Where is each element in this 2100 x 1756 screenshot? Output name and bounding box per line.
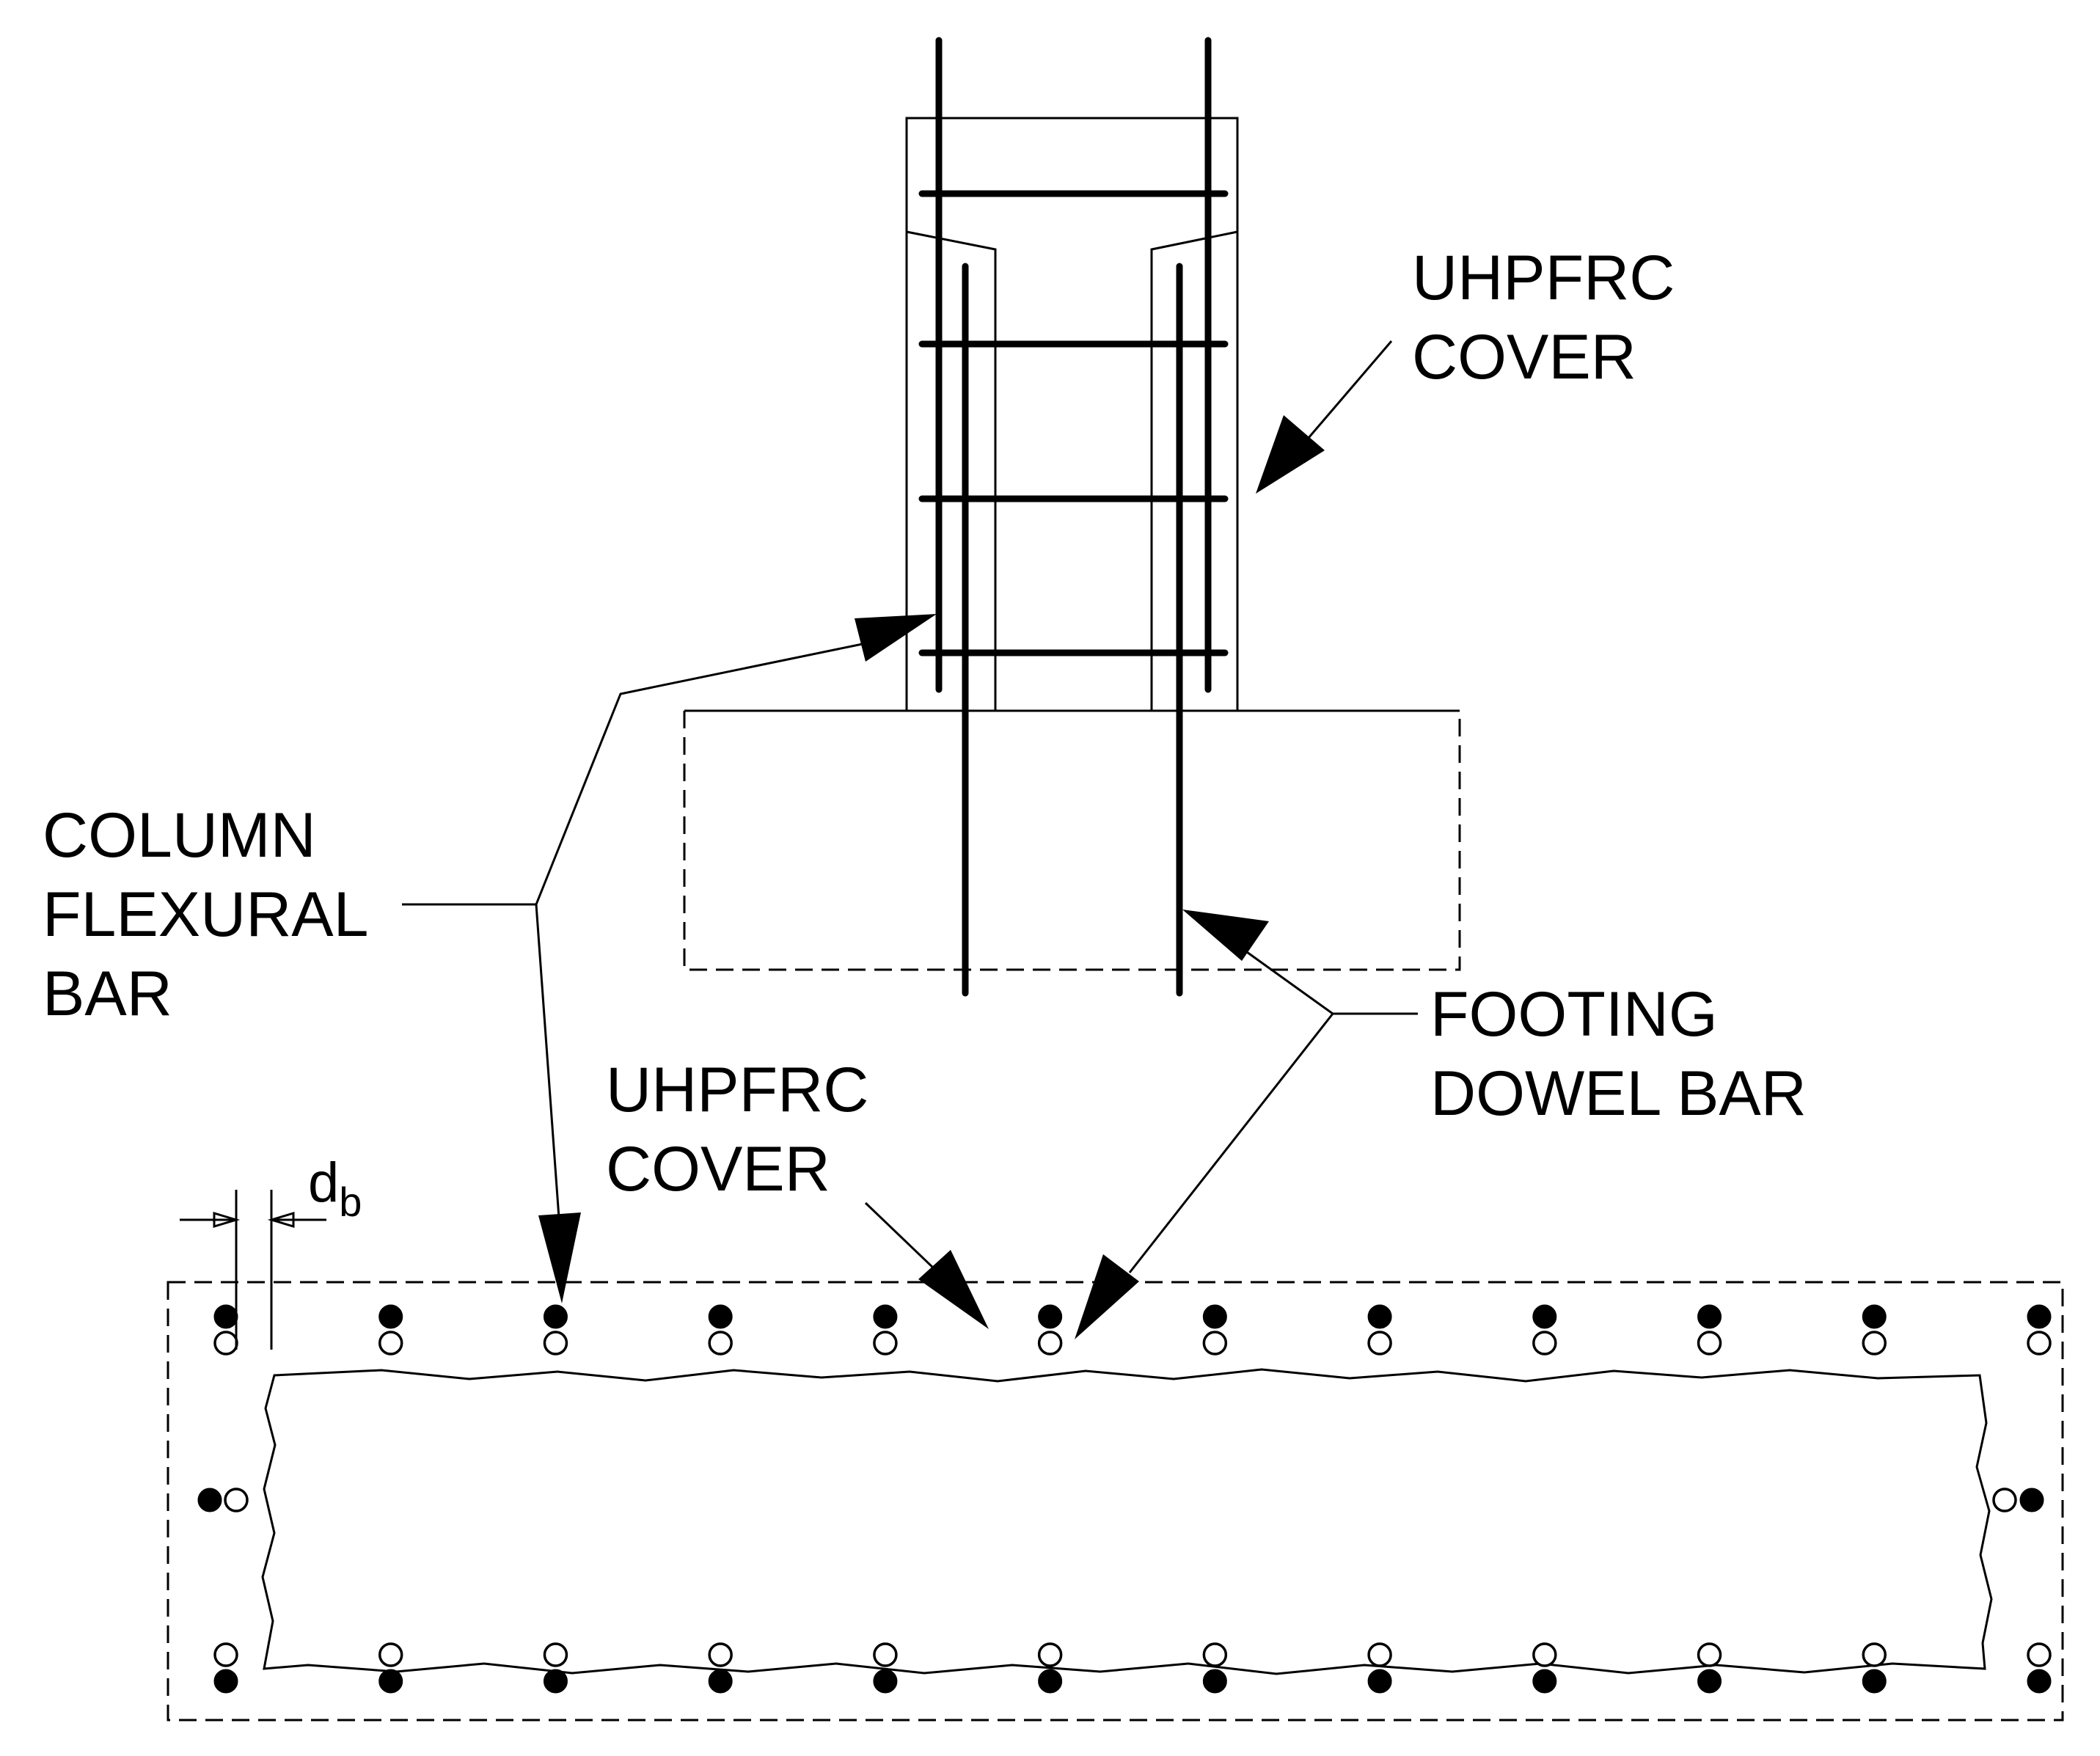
column-flexural-bar-section-arrowhead: [538, 1212, 581, 1303]
footing-dowel-bar-symbol: [224, 1488, 249, 1512]
side-bars-left: [197, 1488, 249, 1512]
column-flexural-bar-symbol: [1697, 1304, 1722, 1329]
footing-dowel-bar-symbol: [873, 1331, 898, 1356]
footing-dowel-bar-leader: [1246, 951, 1418, 1015]
column-flexural-bar-symbol: [1697, 1669, 1722, 1694]
cover-inner-line-left: [906, 230, 997, 711]
footing-dowel-bar-symbol: [543, 1642, 568, 1667]
footing-dowel-bar-section-arrowhead: [1075, 1254, 1139, 1339]
footing-dowel-bar-symbol: [1992, 1488, 2017, 1512]
elevation-view: [402, 37, 1461, 1015]
column-outline: [905, 117, 1239, 712]
core-break-outline: [261, 1368, 1993, 1675]
column-flexural-bar-symbol: [378, 1669, 403, 1694]
label-line: COVER: [606, 1134, 830, 1204]
label-line: FLEXURAL: [43, 879, 367, 950]
footing-dowel-bar-symbol: [1037, 1642, 1063, 1667]
column-flexural-bar-symbol: [1038, 1304, 1063, 1329]
footing-dowel-bar-symbol: [1697, 1331, 1722, 1356]
footing-dowel-bar-symbol: [2027, 1331, 2052, 1356]
label-line: UHPFRC: [1412, 243, 1675, 313]
footing-dowel-bar-symbol: [378, 1331, 403, 1356]
footing-dowel-bar-symbol: [1202, 1642, 1228, 1667]
label-bar-diameter-subscript: b: [339, 1179, 362, 1225]
cover-inner-line-right: [1150, 230, 1238, 711]
label-line: FOOTING: [1430, 979, 1718, 1050]
footing-dowel-bar-symbol: [1037, 1331, 1063, 1356]
footing-dowel-bar-symbol: [543, 1331, 568, 1356]
footing-dowel-bar-elev-arrowhead: [1182, 910, 1269, 961]
column-flexural-bar-section-leader: [535, 904, 560, 1218]
footing-dowel-bar-symbol: [1862, 1331, 1887, 1356]
side-bars-right: [1992, 1488, 2044, 1512]
footing-dowel-bar-symbol: [378, 1642, 403, 1667]
column-flexural-bar-symbol: [378, 1304, 403, 1329]
label-line: COLUMN: [43, 800, 316, 871]
column-flexural-bar-symbol: [213, 1304, 238, 1329]
dim-arrow-left: [213, 1211, 241, 1229]
footing-dowel-bar-symbol: [1697, 1642, 1722, 1667]
footing-dowel-bar-symbol: [1532, 1331, 1557, 1356]
footing-dowel-bar-symbol: [1862, 1642, 1887, 1667]
column-flexural-bar-symbol: [1532, 1669, 1557, 1694]
footing-dowel-bar-symbol: [873, 1642, 898, 1667]
label-bar-diameter-main: d: [308, 1152, 339, 1214]
uhpfrc-cover-top-arrowhead: [1256, 415, 1325, 494]
column-flexural-bar-symbol: [873, 1669, 898, 1694]
column-flexural-bar-symbol: [1367, 1669, 1392, 1694]
column-flexural-bar-symbol: [708, 1669, 733, 1694]
label-line: COVER: [1412, 322, 1636, 392]
footing-dowel-bar-symbol: [1367, 1331, 1392, 1356]
section-view: [167, 904, 2064, 1722]
footing-dowel-bar-symbol: [708, 1331, 733, 1356]
uhpfrc-cover-bottom-arrowhead: [918, 1250, 989, 1329]
column-flexural-bar-symbol: [2027, 1304, 2052, 1329]
label-line: BAR: [43, 959, 172, 1029]
bottom-bar-row: [213, 1642, 2052, 1694]
column-flexural-bar-symbol: [873, 1304, 898, 1329]
column-flexural-bar-symbol: [1367, 1304, 1392, 1329]
column-flexural-bar-symbol: [1202, 1304, 1227, 1329]
footing-dowel-bar-symbol: [1532, 1642, 1557, 1667]
column-flexural-bar-symbol: [708, 1304, 733, 1329]
label-column-flexural-bar: COLUMN FLEXURAL BAR: [43, 800, 384, 1029]
footing-dashed-outline: [683, 711, 1461, 971]
dim-arrow-right: [267, 1211, 295, 1229]
label-line: UHPFRC: [606, 1055, 868, 1125]
footing-dowel-bar-symbol: [213, 1331, 238, 1356]
footing-dowel-bar-symbol: [2027, 1642, 2052, 1667]
label-bar-diameter: db: [308, 1152, 362, 1225]
column-flexural-bar-leader: [402, 639, 881, 906]
footing-dowel-bar-section-leader: [1128, 1013, 1334, 1273]
footing-dowel-bar-symbol: [1202, 1331, 1228, 1356]
footing-dowel-bar-symbol: [1367, 1642, 1392, 1667]
column-flexural-bar-symbol: [1862, 1669, 1887, 1694]
column-flexural-bar-symbol: [543, 1304, 568, 1329]
column-flexural-bar-symbol: [543, 1669, 568, 1694]
label-line: DOWEL BAR: [1430, 1058, 1807, 1129]
column-flexural-bar-symbol: [1202, 1669, 1227, 1694]
top-bar-row: [213, 1304, 2052, 1356]
column-flexural-bar-symbol: [197, 1488, 222, 1512]
column-flexural-bar-symbol: [213, 1669, 238, 1694]
column-flexural-bar-symbol: [1862, 1304, 1887, 1329]
label-uhpfrc-cover-bottom: UHPFRC COVER: [606, 1055, 886, 1204]
column-flexural-bar-symbol: [2027, 1669, 2052, 1694]
column-flexural-bar-elev-arrowhead: [855, 614, 937, 662]
column-flexural-bar-symbol: [1532, 1304, 1557, 1329]
label-footing-dowel-bar: FOOTING DOWEL BAR: [1430, 979, 1807, 1129]
column-flexural-bar-symbol: [1038, 1669, 1063, 1694]
label-uhpfrc-cover-top: UHPFRC COVER: [1412, 243, 1692, 392]
footing-dowel-bar-symbol: [213, 1642, 238, 1667]
bar-diameter-dimension: [180, 1190, 326, 1350]
footing-dowel-bar-symbol: [708, 1642, 733, 1667]
section-outline: [167, 1281, 2064, 1722]
column-flexural-bar-symbol: [2019, 1488, 2044, 1512]
